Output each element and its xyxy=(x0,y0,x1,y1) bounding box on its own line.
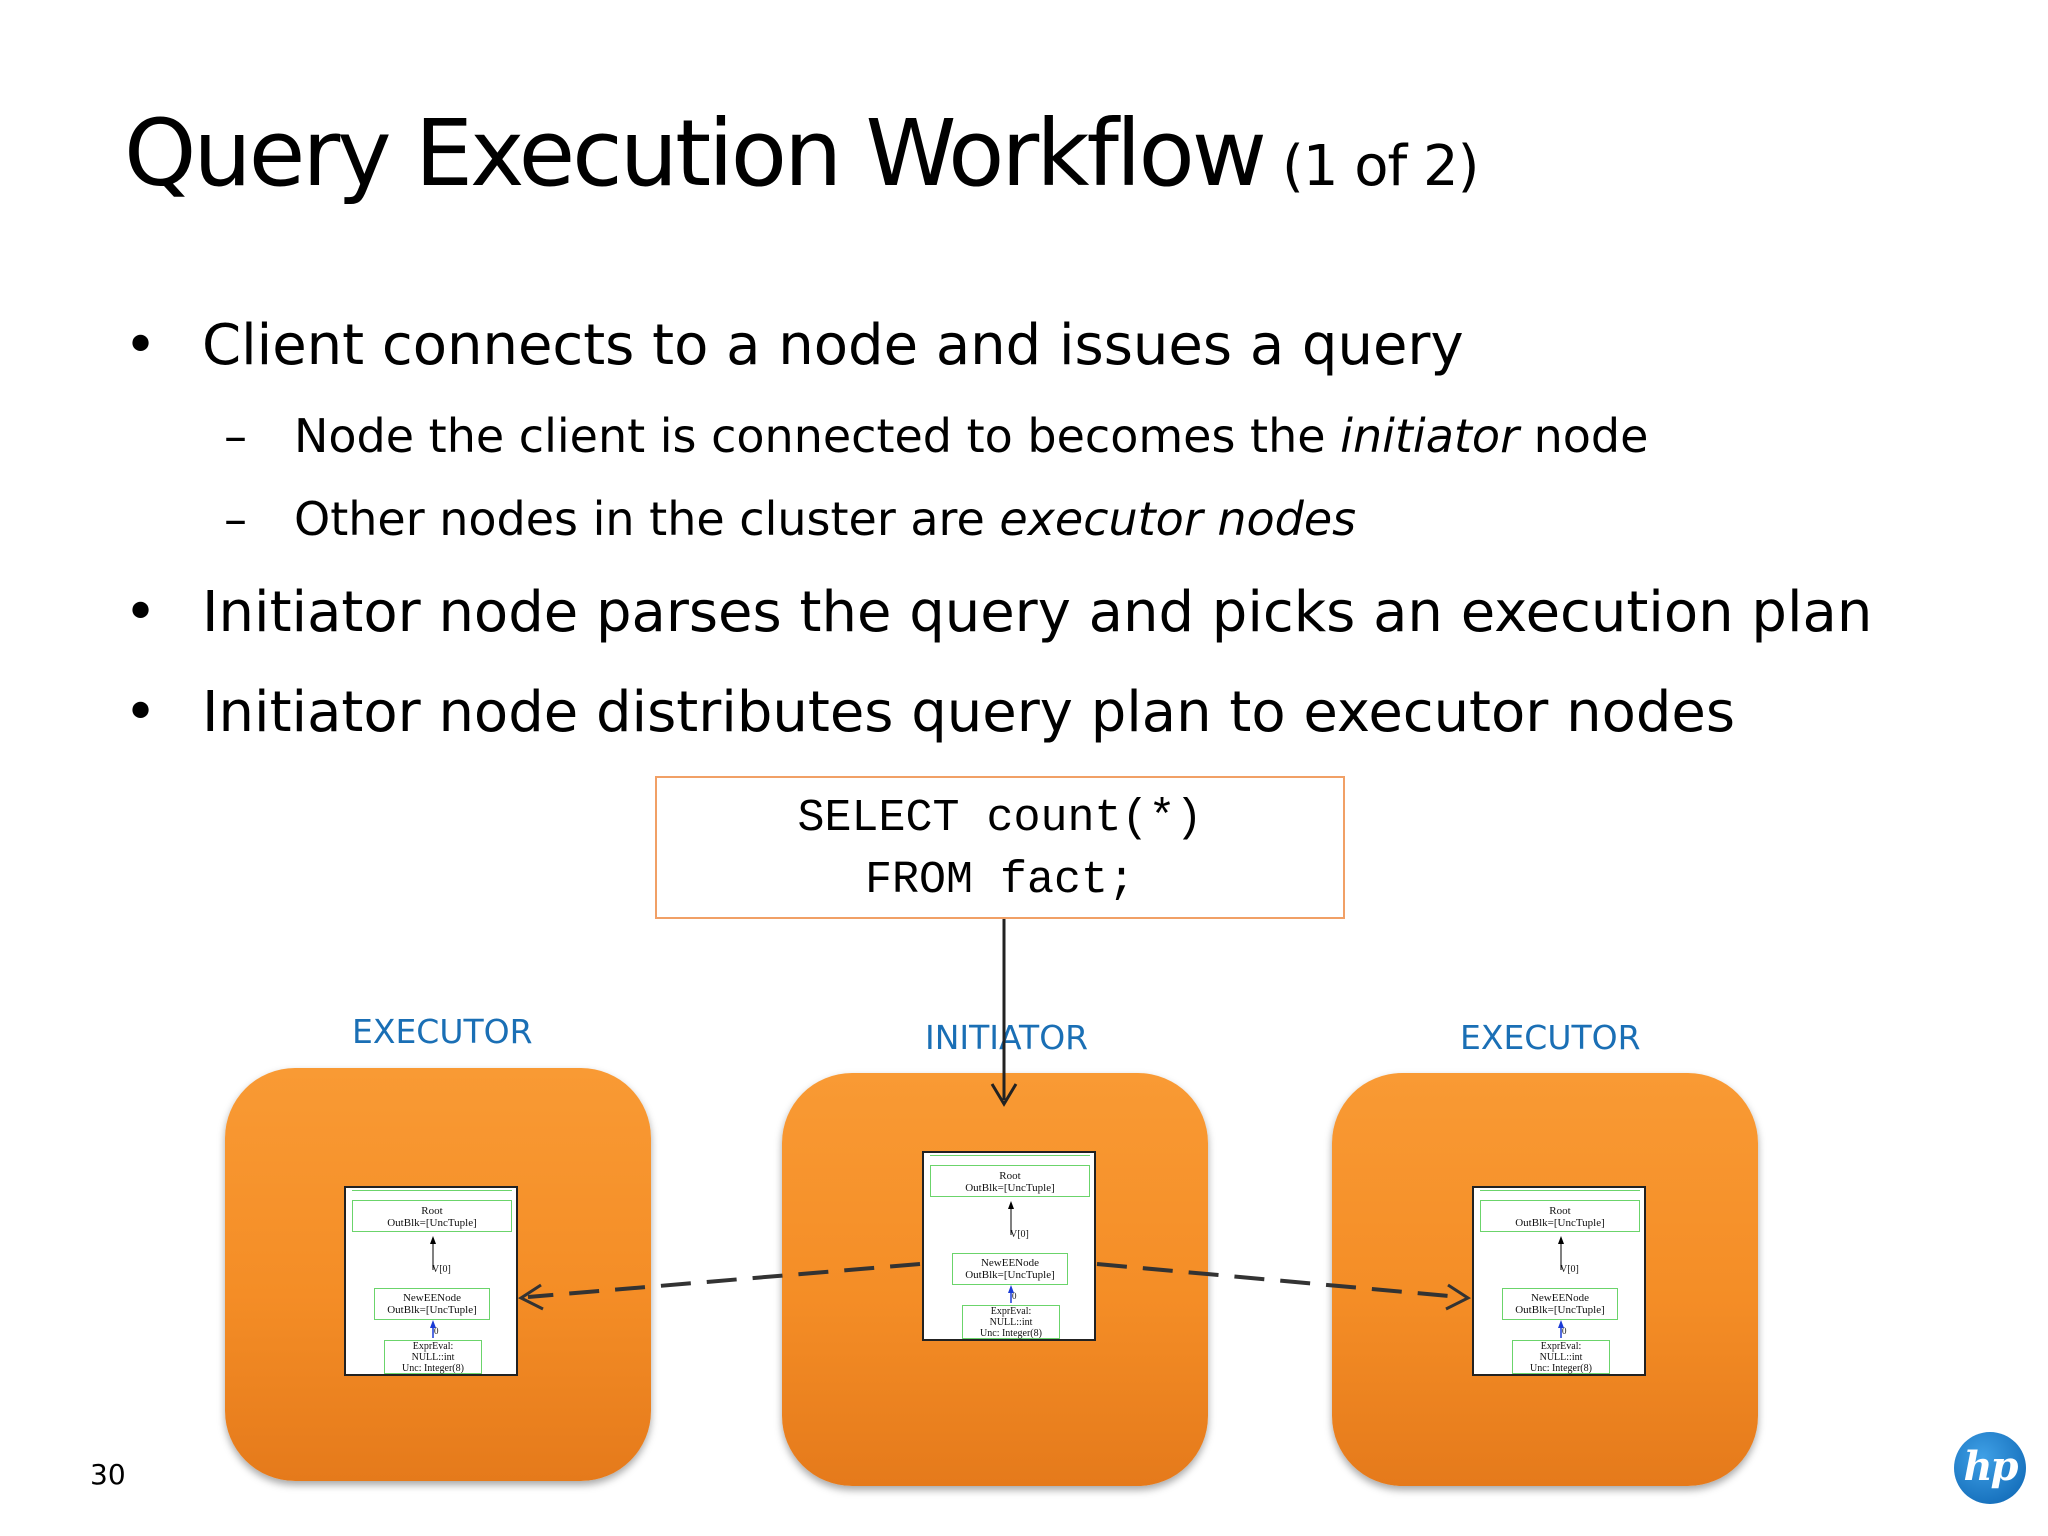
distribute-arrow-right xyxy=(1096,1262,1472,1311)
plan-root-line2: OutBlk=[UncTuple] xyxy=(387,1217,477,1229)
query-box: SELECT count(*) FROM fact; xyxy=(655,776,1345,919)
initiator-label: INITIATOR xyxy=(925,1018,1089,1057)
bullet-mark: • xyxy=(124,680,158,745)
plan-edges xyxy=(1008,1201,1014,1303)
plan-ee-line1: NewEENode xyxy=(980,1257,1040,1269)
distribute-arrow-left xyxy=(517,1262,921,1311)
bullet-list: • Client connects to a node and issues a… xyxy=(0,0,2048,760)
plan-edges xyxy=(1558,1236,1564,1338)
sub-bullet-mark: – xyxy=(224,409,247,463)
query-line: SELECT count(*) xyxy=(797,793,1203,844)
plan-expr-line2: NULL::int xyxy=(989,1317,1033,1328)
plan-ee-line2: OutBlk=[UncTuple] xyxy=(387,1304,477,1316)
bullet-mark: • xyxy=(124,313,158,378)
page-number: 30 xyxy=(90,1458,126,1491)
bullet-text: Initiator node distributes query plan to… xyxy=(202,680,1736,745)
plan-edges xyxy=(430,1236,436,1338)
slide-title: Query Execution Workflow(1 of 2) xyxy=(124,108,1480,200)
plan-expr-line1: ExprEval: xyxy=(1540,1341,1582,1352)
plan-expr-line2: NULL::int xyxy=(411,1352,455,1363)
query-arrow xyxy=(990,919,1018,1107)
plan-root-line2: OutBlk=[UncTuple] xyxy=(1515,1217,1605,1229)
executor-label-left: EXECUTOR xyxy=(352,1012,533,1051)
bullet-mark: • xyxy=(124,580,158,645)
plan-edge-label: V[0] xyxy=(432,1264,451,1275)
bullet-text: Client connects to a node and issues a q… xyxy=(202,313,1464,378)
sub-bullet-text-before: Node the client is connected to becomes … xyxy=(294,409,1341,463)
sub-bullet-text-before: Other nodes in the cluster are xyxy=(294,492,1000,546)
plan-expr-line2: NULL::int xyxy=(1539,1352,1583,1363)
plan-edge-label: 0 xyxy=(1562,1326,1567,1336)
plan-ee-line2: OutBlk=[UncTuple] xyxy=(1515,1304,1605,1316)
plan-expr-line3: Unc: Integer(8) xyxy=(1530,1363,1592,1374)
executor-label-right: EXECUTOR xyxy=(1460,1018,1641,1057)
plan-root-line1: Root xyxy=(421,1205,443,1217)
plan-ee-line2: OutBlk=[UncTuple] xyxy=(965,1269,1055,1281)
plan-edge-label: V[0] xyxy=(1560,1264,1579,1275)
sub-bullet-text: Other nodes in the cluster are executor … xyxy=(294,496,1356,542)
plan-expr-line3: Unc: Integer(8) xyxy=(402,1363,464,1374)
query-line: FROM fact; xyxy=(864,855,1136,906)
plan-edge-label: 0 xyxy=(434,1326,439,1336)
plan-edge-label: 0 xyxy=(1012,1291,1017,1301)
sub-bullet-emphasis: executor nodes xyxy=(999,492,1357,546)
title-main: Query Execution Workflow xyxy=(124,100,1267,207)
plan-expr-line1: ExprEval: xyxy=(990,1306,1032,1317)
plan-root-line2: OutBlk=[UncTuple] xyxy=(965,1182,1055,1194)
sub-bullet-emphasis: initiator xyxy=(1340,409,1519,463)
plan-ee-line1: NewEENode xyxy=(1530,1292,1590,1304)
plan-ee-line1: NewEENode xyxy=(402,1292,462,1304)
plan-edge-label: V[0] xyxy=(1010,1229,1029,1240)
hp-logo-icon: hp xyxy=(1954,1432,2026,1504)
plan-expr-line3: Unc: Integer(8) xyxy=(980,1328,1042,1339)
sub-bullet-text: Node the client is connected to becomes … xyxy=(294,413,1648,459)
bullet-text: Initiator node parses the query and pick… xyxy=(202,580,1873,645)
plan-root-line1: Root xyxy=(999,1170,1021,1182)
title-suffix: (1 of 2) xyxy=(1282,134,1480,199)
sub-bullet-text-after: node xyxy=(1518,409,1649,463)
plan-expr-line1: ExprEval: xyxy=(412,1341,454,1352)
plan-root-line1: Root xyxy=(1549,1205,1571,1217)
sub-bullet-mark: – xyxy=(224,492,247,546)
